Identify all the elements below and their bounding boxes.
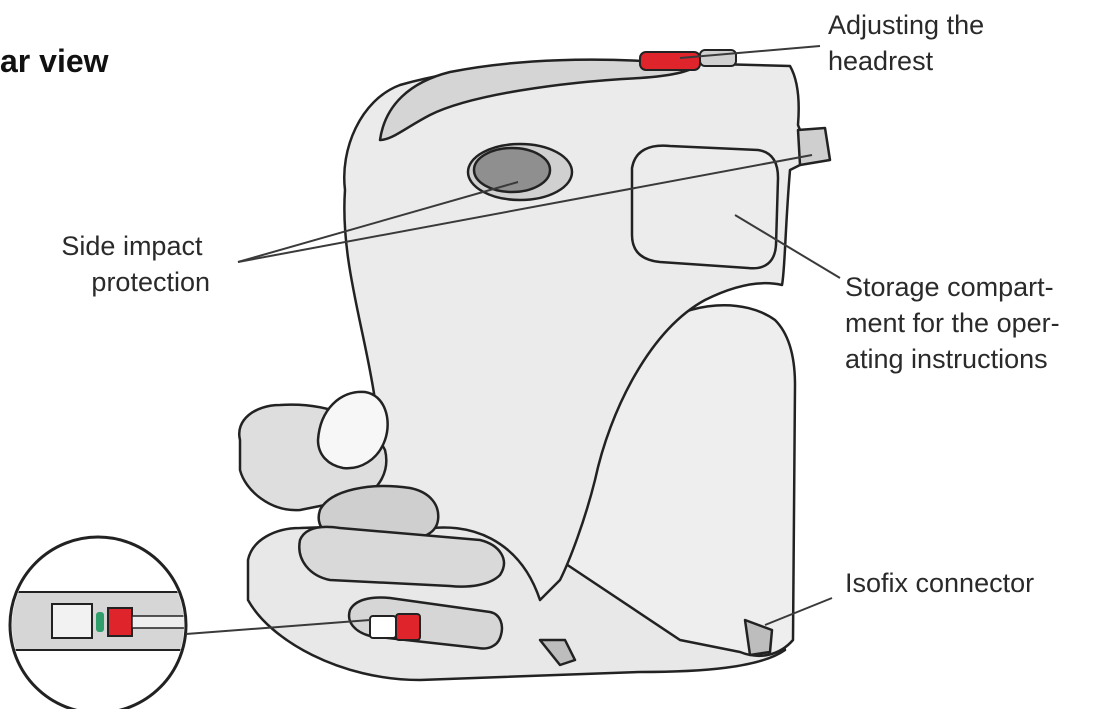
leader-lines <box>185 45 841 635</box>
seat-pan <box>298 525 506 588</box>
storage-compartment <box>630 144 780 270</box>
belt-guide <box>316 390 389 470</box>
headrest-label: Adjusting the headrest <box>828 10 992 76</box>
side-impact-pad-inner <box>472 146 552 194</box>
isofix-latch-seat <box>369 615 397 639</box>
isofix-red-indicator-seat <box>395 613 421 641</box>
storage-label: Storage compart- ment for the oper- atin… <box>845 272 1067 374</box>
tether-tab <box>796 126 832 167</box>
headrest-adjust-knob <box>699 49 737 67</box>
isofix-label: Isofix connector <box>845 568 1034 598</box>
car-seat-illustration <box>237 49 832 682</box>
green-indicator-icon <box>96 612 104 632</box>
isofix-zoom-detail <box>8 535 188 709</box>
isofix-arm-rear <box>743 618 774 657</box>
side-impact-label: Side impact protection <box>61 231 210 297</box>
isofix-arm-front <box>538 638 577 667</box>
headrest-adjust-button <box>639 51 701 71</box>
diagram-title: ar view <box>0 43 109 79</box>
red-latch-icon <box>107 607 133 637</box>
